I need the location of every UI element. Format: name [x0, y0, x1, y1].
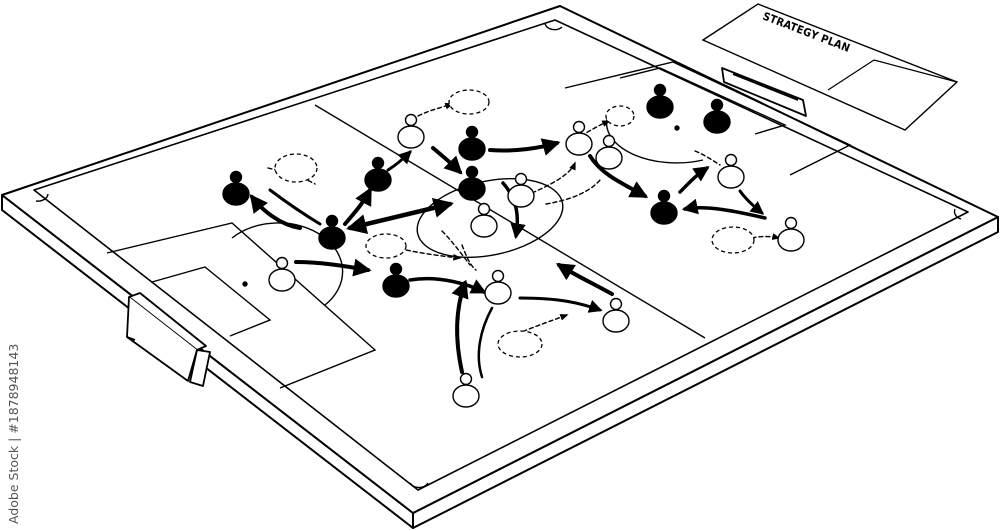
halfway-line: [314, 104, 706, 339]
dark-player-1: [222, 170, 250, 206]
light-player-5: [507, 172, 535, 208]
dark-player-8: [646, 83, 674, 119]
light-player-6: [595, 134, 623, 170]
light-player-10: [602, 297, 630, 333]
ghost-positions: [274, 89, 755, 358]
dark-player-5: [458, 165, 486, 201]
light-player-7: [717, 153, 745, 189]
right-goal: [721, 67, 807, 117]
light-player-2: [565, 120, 593, 156]
dark-player-9: [703, 98, 731, 134]
light-player-9: [484, 269, 512, 305]
watermark-text: Adobe Stock | #1878948143: [6, 343, 21, 524]
right-penalty-area: [564, 61, 852, 176]
left-goal-area: [151, 266, 272, 337]
players: [222, 83, 805, 408]
light-player-1: [397, 113, 425, 149]
dark-player-2: [364, 156, 392, 192]
light-player-3: [268, 256, 296, 292]
watermark: Adobe Stock | #1878948143: [4, 288, 22, 528]
light-player-8: [777, 216, 805, 252]
dark-player-7: [382, 262, 410, 298]
tactic-arrows: [249, 102, 781, 379]
left-penalty-area: [106, 222, 377, 389]
pitch-board: [1, 5, 999, 529]
right-goal-area: [619, 67, 787, 135]
dark-player-3: [318, 214, 346, 250]
strategy-plan-card: [701, 3, 959, 131]
dark-player-4: [458, 125, 486, 161]
dark-player-6: [650, 189, 678, 225]
light-player-11: [452, 372, 480, 408]
left-goal: [126, 292, 211, 387]
light-player-4: [470, 202, 498, 238]
